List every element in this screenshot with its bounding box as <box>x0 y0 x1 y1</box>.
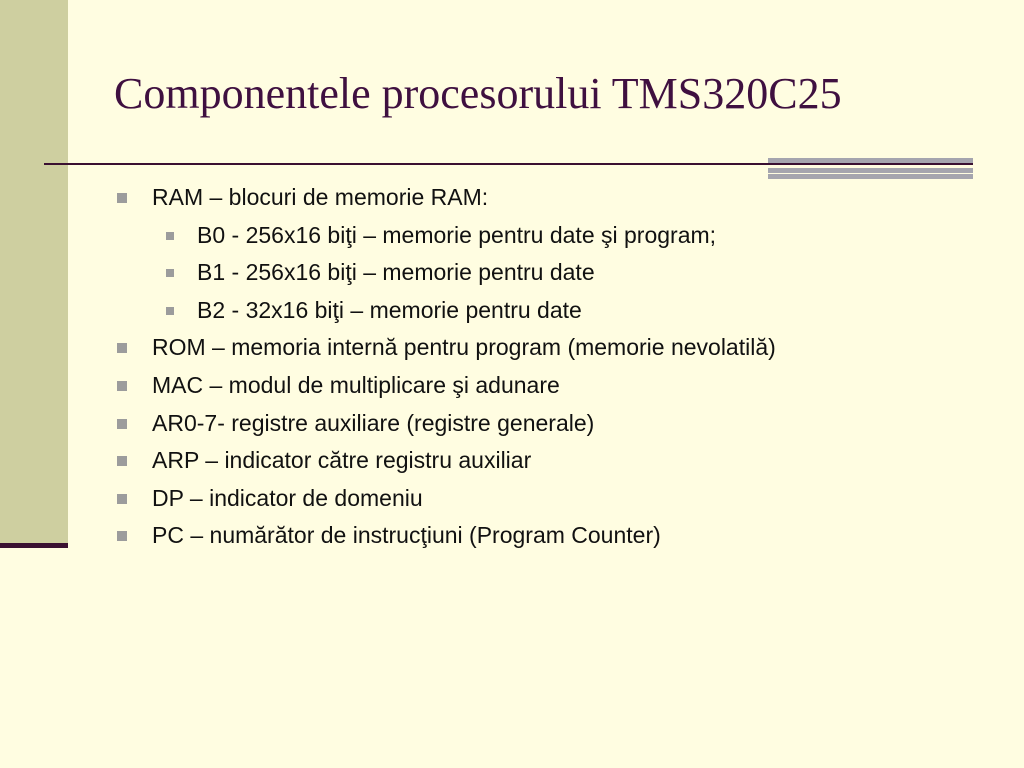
bullet-text: PC – numărător de instrucţiuni (Program … <box>152 522 661 549</box>
square-bullet-icon <box>166 231 174 240</box>
bullet-text: AR0-7- registre auxiliare (registre gene… <box>152 409 595 436</box>
left-band-accent-line <box>0 543 68 548</box>
square-bullet-icon <box>117 380 127 391</box>
bullet-text: B2 - 32x16 biţi – memorie pentru date <box>197 296 582 323</box>
decorative-stripe <box>768 158 973 163</box>
square-bullet-icon <box>117 456 127 467</box>
square-bullet-icon <box>117 418 127 429</box>
bullet-item: ROM – memoria internă pentru program (me… <box>0 330 1024 368</box>
title-divider <box>44 163 973 165</box>
square-bullet-icon <box>117 193 127 203</box>
bullet-item: DP – indicator de domeniu <box>0 481 1024 519</box>
sub-bullet-item: B1 - 256x16 biţi – memorie pentru date <box>0 255 1024 293</box>
square-bullet-icon <box>166 306 174 315</box>
bullet-text: DP – indicator de domeniu <box>152 484 423 511</box>
bullet-text: ARP – indicator către registru auxiliar <box>152 447 532 474</box>
decorative-stripe <box>768 168 973 173</box>
bullet-text: RAM – blocuri de memorie RAM: <box>152 184 489 210</box>
slide-title: Componentele procesorului TMS320C25 <box>114 69 842 118</box>
bullet-item: RAM – blocuri de memorie RAM: <box>0 180 1024 218</box>
bullet-text: ROM – memoria internă pentru program (me… <box>152 334 776 361</box>
bullet-text: MAC – modul de multiplicare şi adunare <box>152 371 560 398</box>
bullet-item: PC – numărător de instrucţiuni (Program … <box>0 518 1024 556</box>
decorative-stripe <box>768 174 973 179</box>
square-bullet-icon <box>166 269 174 278</box>
bullet-item: ARP – indicator către registru auxiliar <box>0 443 1024 481</box>
bullet-text: B0 - 256x16 biţi – memorie pentru date ş… <box>197 221 717 248</box>
square-bullet-icon <box>117 531 127 542</box>
square-bullet-icon <box>117 493 127 504</box>
square-bullet-icon <box>117 343 127 354</box>
sub-bullet-item: B0 - 256x16 biţi – memorie pentru date ş… <box>0 218 1024 256</box>
bullet-item: MAC – modul de multiplicare şi adunare <box>0 368 1024 406</box>
bullet-item: AR0-7- registre auxiliare (registre gene… <box>0 406 1024 444</box>
bullet-text: B1 - 256x16 biţi – memorie pentru date <box>197 259 595 286</box>
sub-bullet-item: B2 - 32x16 biţi – memorie pentru date <box>0 293 1024 331</box>
bullet-list: RAM – blocuri de memorie RAM: B0 - 256x1… <box>0 180 1024 556</box>
left-decorative-band <box>0 0 68 545</box>
